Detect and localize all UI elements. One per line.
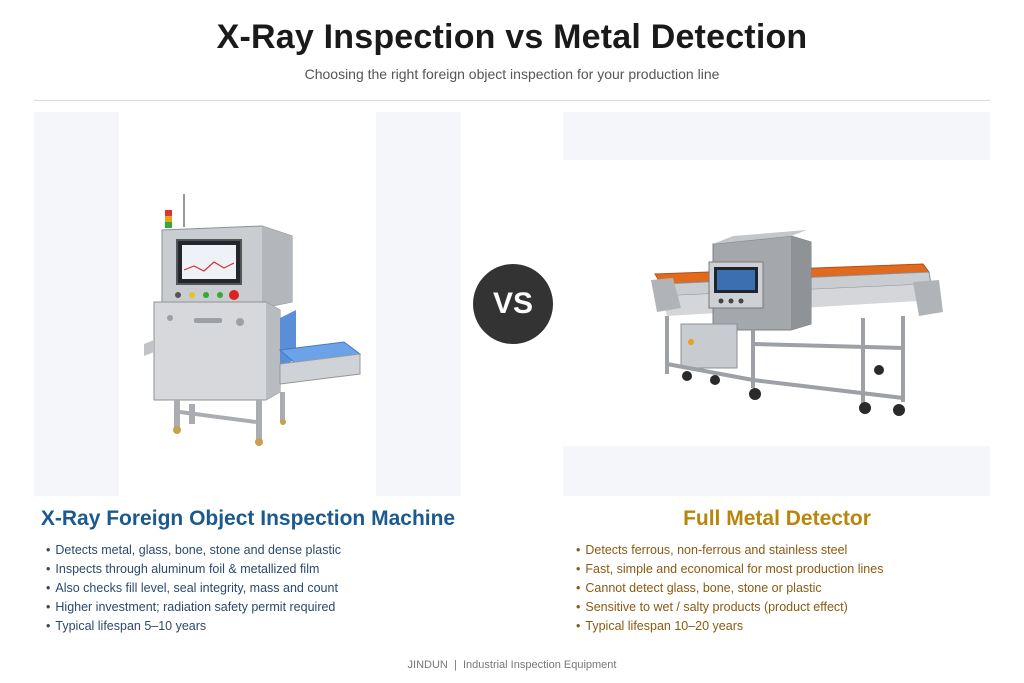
metal-feature-list: Detects ferrous, non-ferrous and stainle… [576,541,883,636]
metal-detector-image [651,230,943,416]
list-item: Detects metal, glass, bone, stone and de… [46,541,341,560]
footer-brand: JINDUN [407,659,448,671]
list-item: Detects ferrous, non-ferrous and stainle… [576,541,883,560]
vs-badge: VS [473,264,553,344]
metal-bg-top [563,112,990,160]
metal-bg-bottom [563,446,990,496]
xray-feature-list: Detects metal, glass, bone, stone and de… [46,541,341,636]
list-item: Also checks fill level, seal integrity, … [46,579,341,598]
metal-detector-image-panel [563,112,990,496]
footer-tagline: Industrial Inspection Equipment [462,659,617,671]
list-item: Fast, simple and economical for most pro… [576,560,883,579]
list-item: Sensitive to wet / salty products (produ… [576,598,883,617]
metal-product-title: Full Metal Detector [683,507,871,530]
xray-product-title: X-Ray Foreign Object Inspection Machine [40,507,456,530]
footer: JINDUN | Industrial Inspection Equipment [0,659,1024,671]
page-subtitle: Choosing the right foreign object inspec… [304,66,720,82]
list-item: Typical lifespan 10–20 years [576,617,883,636]
footer-separator: | [454,659,457,671]
xray-machine-image [144,194,362,446]
list-item: Higher investment; radiation safety perm… [46,598,341,617]
list-item: Typical lifespan 5–10 years [46,617,341,636]
xray-bg-right [376,112,461,496]
list-item: Cannot detect glass, bone, stone or plas… [576,579,883,598]
list-item: Inspects through aluminum foil & metalli… [46,560,341,579]
header-divider [34,100,990,101]
xray-bg-left [34,112,119,496]
xray-image-panel [34,112,461,496]
page-title: X-Ray Inspection vs Metal Detection [216,18,808,56]
